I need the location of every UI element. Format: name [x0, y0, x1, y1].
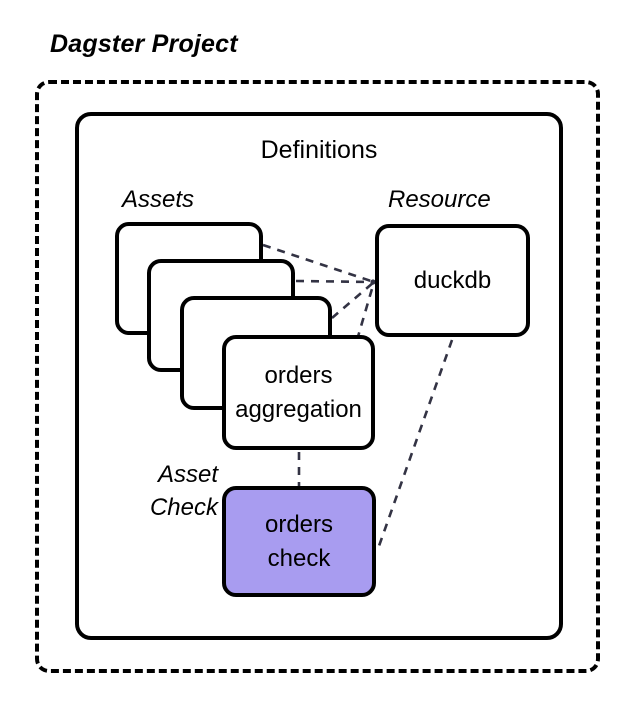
asset-check-node-orders-check-line1: orders: [264, 510, 334, 538]
asset-node-orders-aggregation-line1: orders: [264, 361, 333, 389]
resource-node-duckdb-label: duckdb: [413, 266, 492, 294]
asset-check-group-label-line1: Asset: [157, 461, 218, 488]
project-title: Dagster Project: [50, 30, 238, 58]
resource-group-label: Resource: [388, 186, 491, 213]
asset-node-orders-aggregation[interactable]: orders aggregation: [222, 335, 375, 450]
asset-check-node-orders-check[interactable]: orders check: [222, 486, 376, 597]
asset-check-group-label: Asset Check: [100, 458, 218, 524]
asset-node-orders-aggregation-line2: aggregation: [235, 395, 362, 423]
dagster-project-boundary: [35, 80, 600, 673]
asset-check-node-orders-check-line2: check: [267, 544, 331, 572]
assets-group-label: Assets: [122, 186, 195, 213]
resource-node-duckdb[interactable]: duckdb: [375, 224, 530, 337]
asset-check-node-orders-check-label: orders check: [265, 508, 333, 576]
definitions-label: Definitions: [260, 136, 378, 164]
asset-check-group-label-line2: Check: [149, 494, 218, 521]
asset-node-orders-aggregation-label: orders aggregation: [235, 359, 362, 427]
